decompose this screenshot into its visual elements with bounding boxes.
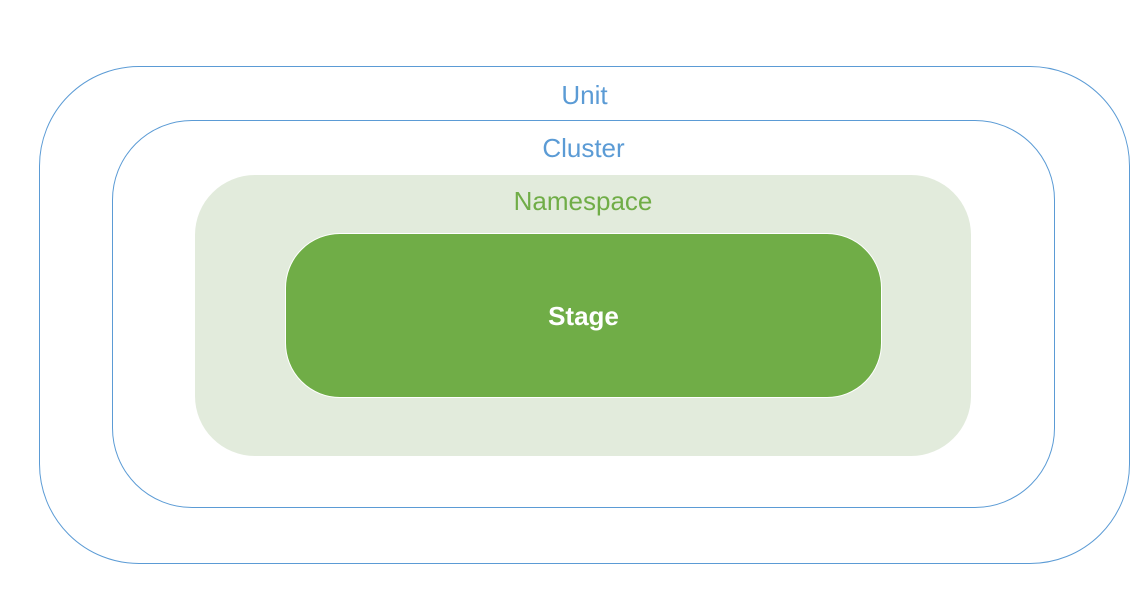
cluster-label: Cluster <box>542 133 625 163</box>
namespace-label: Namespace <box>513 186 653 216</box>
stage-label: Stage <box>548 300 619 331</box>
unit-label: Unit <box>561 80 608 110</box>
cluster-container: Cluster <box>112 120 1055 508</box>
unit-container: Unit <box>39 66 1130 564</box>
stage-container: Stage <box>285 233 882 398</box>
